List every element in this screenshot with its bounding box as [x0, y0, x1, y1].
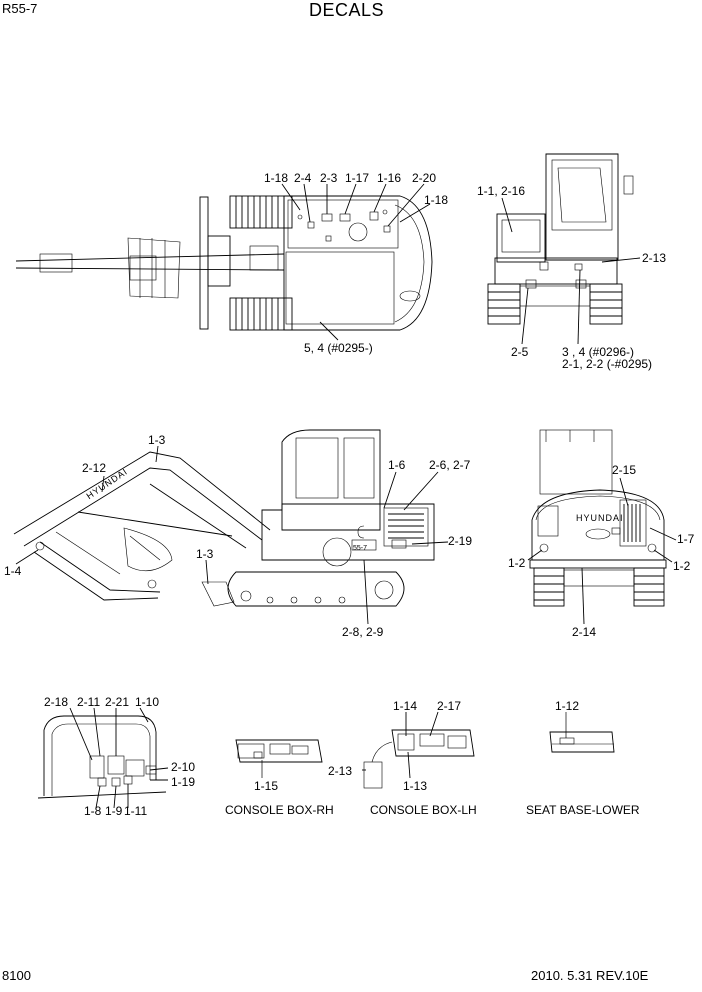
callout-cab-1-10: 1-10 [135, 695, 160, 709]
callout-cab-2-10: 2-10 [171, 760, 196, 774]
callout-cab-1-8: 1-8 [84, 804, 102, 818]
callout-top-1-18b: 1-18 [424, 193, 449, 207]
callout-reartop-3-4: 3 , 4 (#0296-) [562, 345, 635, 359]
side-view-drawing [13, 429, 449, 625]
callout-reartop-1-1: 1-1, 2-16 [477, 184, 526, 198]
callout-side-1-3b: 1-3 [196, 547, 214, 561]
callout-side-2-6: 2-6, 2-7 [429, 458, 471, 472]
model-code: R55-7 [2, 1, 38, 16]
console-rh-label: CONSOLE BOX-RH [225, 803, 334, 817]
callout-top-1-16: 1-16 [377, 171, 402, 185]
page-number: 8100 [2, 968, 31, 983]
console-lh-label: CONSOLE BOX-LH [370, 803, 477, 817]
callout-console-rh-1-15: 1-15 [254, 779, 279, 793]
callout-top-1-17: 1-17 [345, 171, 370, 185]
callout-rear-2-15: 2-15 [612, 463, 637, 477]
callout-side-2-8: 2-8, 2-9 [342, 625, 384, 639]
callout-top-2-4: 2-4 [294, 171, 312, 185]
callout-rear-1-2a: 1-2 [508, 556, 526, 570]
callout-cab-1-19: 1-19 [171, 775, 196, 789]
console-rh-drawing [235, 739, 323, 778]
rear-top-view-drawing [487, 153, 641, 345]
seat-base-drawing [549, 712, 615, 753]
seat-base-label: SEAT BASE-LOWER [526, 803, 640, 817]
page-title: DECALS [309, 0, 385, 20]
callout-side-2-19: 2-19 [448, 534, 473, 548]
callout-seat-1-12: 1-12 [555, 699, 580, 713]
callout-side-1-4: 1-4 [4, 564, 22, 578]
callout-cab-2-18: 2-18 [44, 695, 69, 709]
top-view-drawing [15, 183, 433, 341]
callout-rear-1-7: 1-7 [677, 532, 695, 546]
callout-reartop-2-1: 2-1, 2-2 (-#0295) [562, 357, 653, 371]
callout-cab-1-11: 1-11 [124, 804, 148, 818]
rear-view-drawing [527, 429, 677, 625]
revision-date: 2010. 5.31 REV.10E [531, 968, 649, 983]
callout-side-1-3a: 1-3 [148, 433, 166, 447]
callout-console-lh-2-13: 2-13 [328, 764, 353, 778]
callout-cab-2-11: 2-11 [77, 695, 101, 709]
callout-top-1-18a: 1-18 [264, 171, 289, 185]
callout-side-2-12: 2-12 [82, 461, 107, 475]
callout-top-5-4: 5, 4 (#0295-) [304, 341, 373, 355]
callout-top-2-20: 2-20 [412, 171, 437, 185]
model-badge-decal: 55-7 [353, 545, 368, 552]
callout-cab-2-21: 2-21 [105, 695, 130, 709]
rear-brand-decal: HYUNDAI [576, 513, 624, 523]
callout-rear-2-14: 2-14 [572, 625, 597, 639]
cab-interior-drawing [37, 707, 169, 809]
console-lh-drawing [362, 711, 475, 789]
callout-side-1-6: 1-6 [388, 458, 406, 472]
callout-console-lh-1-13: 1-13 [403, 779, 428, 793]
callout-reartop-2-13: 2-13 [642, 251, 667, 265]
callout-reartop-2-5: 2-5 [511, 345, 529, 359]
callout-rear-1-2b: 1-2 [673, 559, 691, 573]
callout-cab-1-9: 1-9 [105, 804, 123, 818]
callout-top-2-3: 2-3 [320, 171, 338, 185]
callout-console-lh-1-14: 1-14 [393, 699, 418, 713]
callout-console-lh-2-17: 2-17 [437, 699, 462, 713]
